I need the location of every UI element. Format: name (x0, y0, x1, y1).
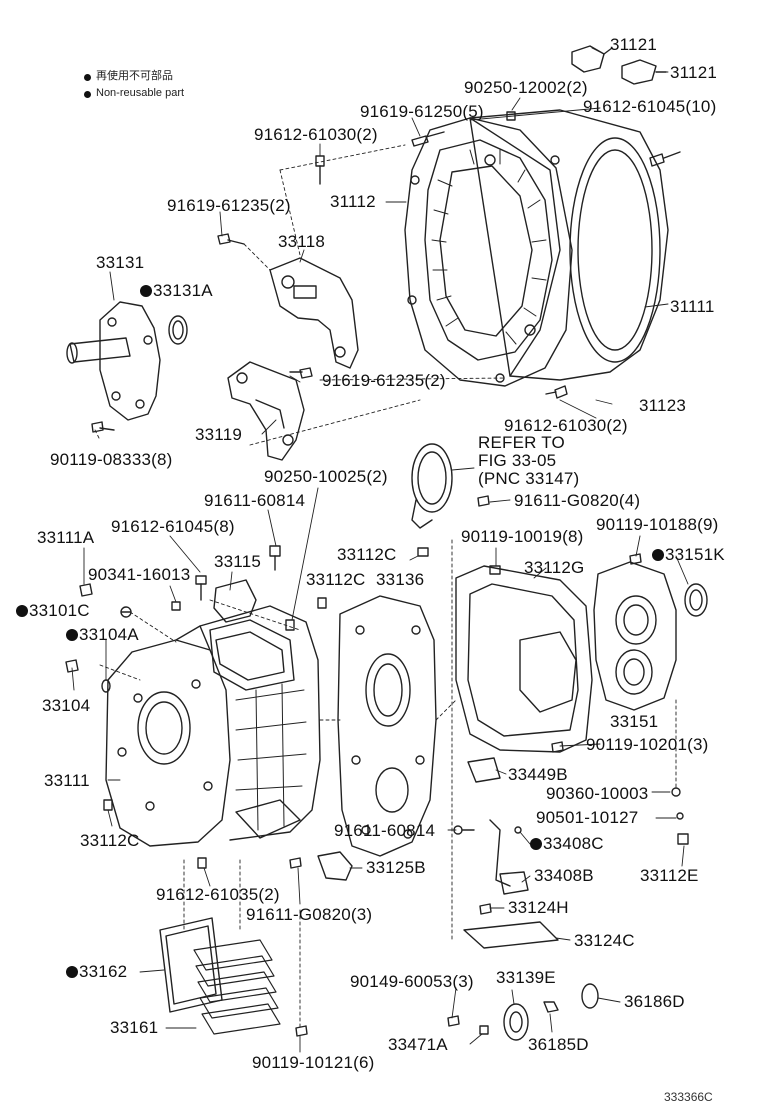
part-label: 91611-G0820(3) (246, 905, 373, 924)
part-label: 90119-08333(8) (50, 450, 173, 469)
part-label: 91611-60814 (204, 491, 306, 510)
housing-31111-drawing (469, 109, 669, 381)
refer-line: REFER TO (478, 433, 565, 452)
part-label: 90119-10121(6) (252, 1053, 375, 1072)
nonreusable-dot (66, 966, 78, 978)
oil-pan-drawing (159, 857, 308, 1037)
part-label-nonreusable: 33101C (16, 602, 90, 620)
part-label: 33112E (640, 866, 699, 885)
part-label: 33139E (496, 968, 556, 987)
part-label: 91612-61045(8) (111, 517, 235, 536)
cover-33151-drawing (593, 553, 708, 845)
refer-line: (PNC 33147) (478, 469, 580, 488)
nonreusable-dot (66, 629, 78, 641)
part-label: 33104 (42, 696, 91, 715)
part-label: 33124C (574, 931, 635, 950)
part-label: 33408B (534, 866, 594, 885)
part-label: 33125B (366, 858, 426, 877)
housing-31112-drawing (404, 117, 573, 387)
part-label: 33449B (508, 765, 568, 784)
part-label: 33151 (610, 712, 659, 731)
part-label: 33112C (306, 570, 366, 589)
part-label: 33112C (337, 545, 397, 564)
part-label: 91612-61030(2) (254, 125, 378, 144)
legend-en: Non-reusable part (96, 87, 185, 99)
refer-line: FIG 33-05 (478, 451, 557, 470)
part-label-text: 33101C (29, 601, 90, 620)
bolts-top-drawing (217, 131, 681, 399)
part-label: 31112 (330, 192, 376, 211)
part-label-text: 33131A (153, 281, 213, 300)
part-label: 90360-10003 (546, 784, 649, 803)
bracket-33119-drawing (227, 361, 305, 461)
part-label: 90119-10201(3) (586, 735, 709, 754)
part-label: 90501-10127 (536, 808, 639, 827)
part-label: 91619-61235(2) (167, 196, 291, 215)
part-label: 90250-10025(2) (264, 467, 388, 486)
part-label: 33112C (80, 831, 140, 850)
part-label-nonreusable: 33104A (66, 626, 139, 644)
part-label: 90341-16013 (88, 565, 191, 584)
legend-bullet (84, 91, 91, 98)
part-label: 33471A (388, 1035, 448, 1054)
figure-code: 333366C (664, 1090, 713, 1104)
part-label: 36186D (624, 992, 685, 1011)
legend-jp: 再使用不可部品 (96, 70, 173, 82)
part-label: 33118 (278, 232, 326, 251)
gasket-refer-drawing (411, 443, 490, 529)
part-label: 91611-G0820(4) (514, 491, 641, 510)
guide-lines (94, 144, 677, 1029)
part-label: 36185D (528, 1035, 589, 1054)
part-label: 33131 (96, 253, 145, 272)
part-label-text: 33104A (79, 625, 139, 644)
part-label: 90119-10188(9) (596, 515, 719, 534)
part-label: 91619-61250(5) (360, 102, 484, 121)
part-label: 33136 (376, 570, 425, 589)
part-label-nonreusable: 33408C (530, 835, 604, 853)
part-label-text: 33408C (543, 834, 604, 853)
part-label-nonreusable: 33151K (652, 546, 725, 564)
part-label: 90149-60053(3) (350, 972, 474, 991)
nonreusable-dot (140, 285, 152, 297)
part-label: 31121 (610, 35, 658, 54)
part-label-text: 33162 (79, 962, 128, 981)
part-label-nonreusable: 33162 (66, 963, 127, 981)
part-label: 91611-60814 (334, 821, 436, 840)
part-label: 33119 (195, 425, 243, 444)
part-label: 33111A (37, 528, 95, 547)
nonreusable-dot (530, 838, 542, 850)
part-label: 33111 (44, 771, 90, 790)
part-label-text: 33151K (665, 545, 725, 564)
part-label: 90119-10019(8) (461, 527, 584, 546)
part-label: 90250-12002(2) (464, 78, 588, 97)
part-label: 91612-61035(2) (156, 885, 280, 904)
part-label: 33115 (214, 552, 262, 571)
nonreusable-dot (652, 549, 664, 561)
part-label: 33161 (110, 1018, 159, 1037)
part-label-nonreusable: 33131A (140, 282, 213, 300)
part-label: 33112G (524, 558, 585, 577)
nonreusable-dot (16, 605, 28, 617)
lower-parts-drawing (289, 757, 599, 1041)
part-label: 91612-61045(10) (583, 97, 717, 116)
housing-33136-drawing (317, 547, 437, 857)
cover-33131-drawing (66, 301, 188, 433)
part-label: 33124H (508, 898, 569, 917)
small-parts-left-drawing (65, 545, 295, 811)
case-33111-drawing (105, 605, 321, 847)
bracket-33118-drawing (269, 257, 359, 369)
part-label: 91612-61030(2) (504, 416, 628, 435)
case-33112G-drawing (455, 565, 593, 753)
legend-bullet (84, 74, 91, 81)
leader-lines (71, 47, 689, 1053)
part-label: 31123 (639, 396, 687, 415)
part-label: 31111 (670, 297, 715, 316)
part-label: 31121 (670, 63, 718, 82)
part-label: 91619-61235(2) (322, 371, 446, 390)
